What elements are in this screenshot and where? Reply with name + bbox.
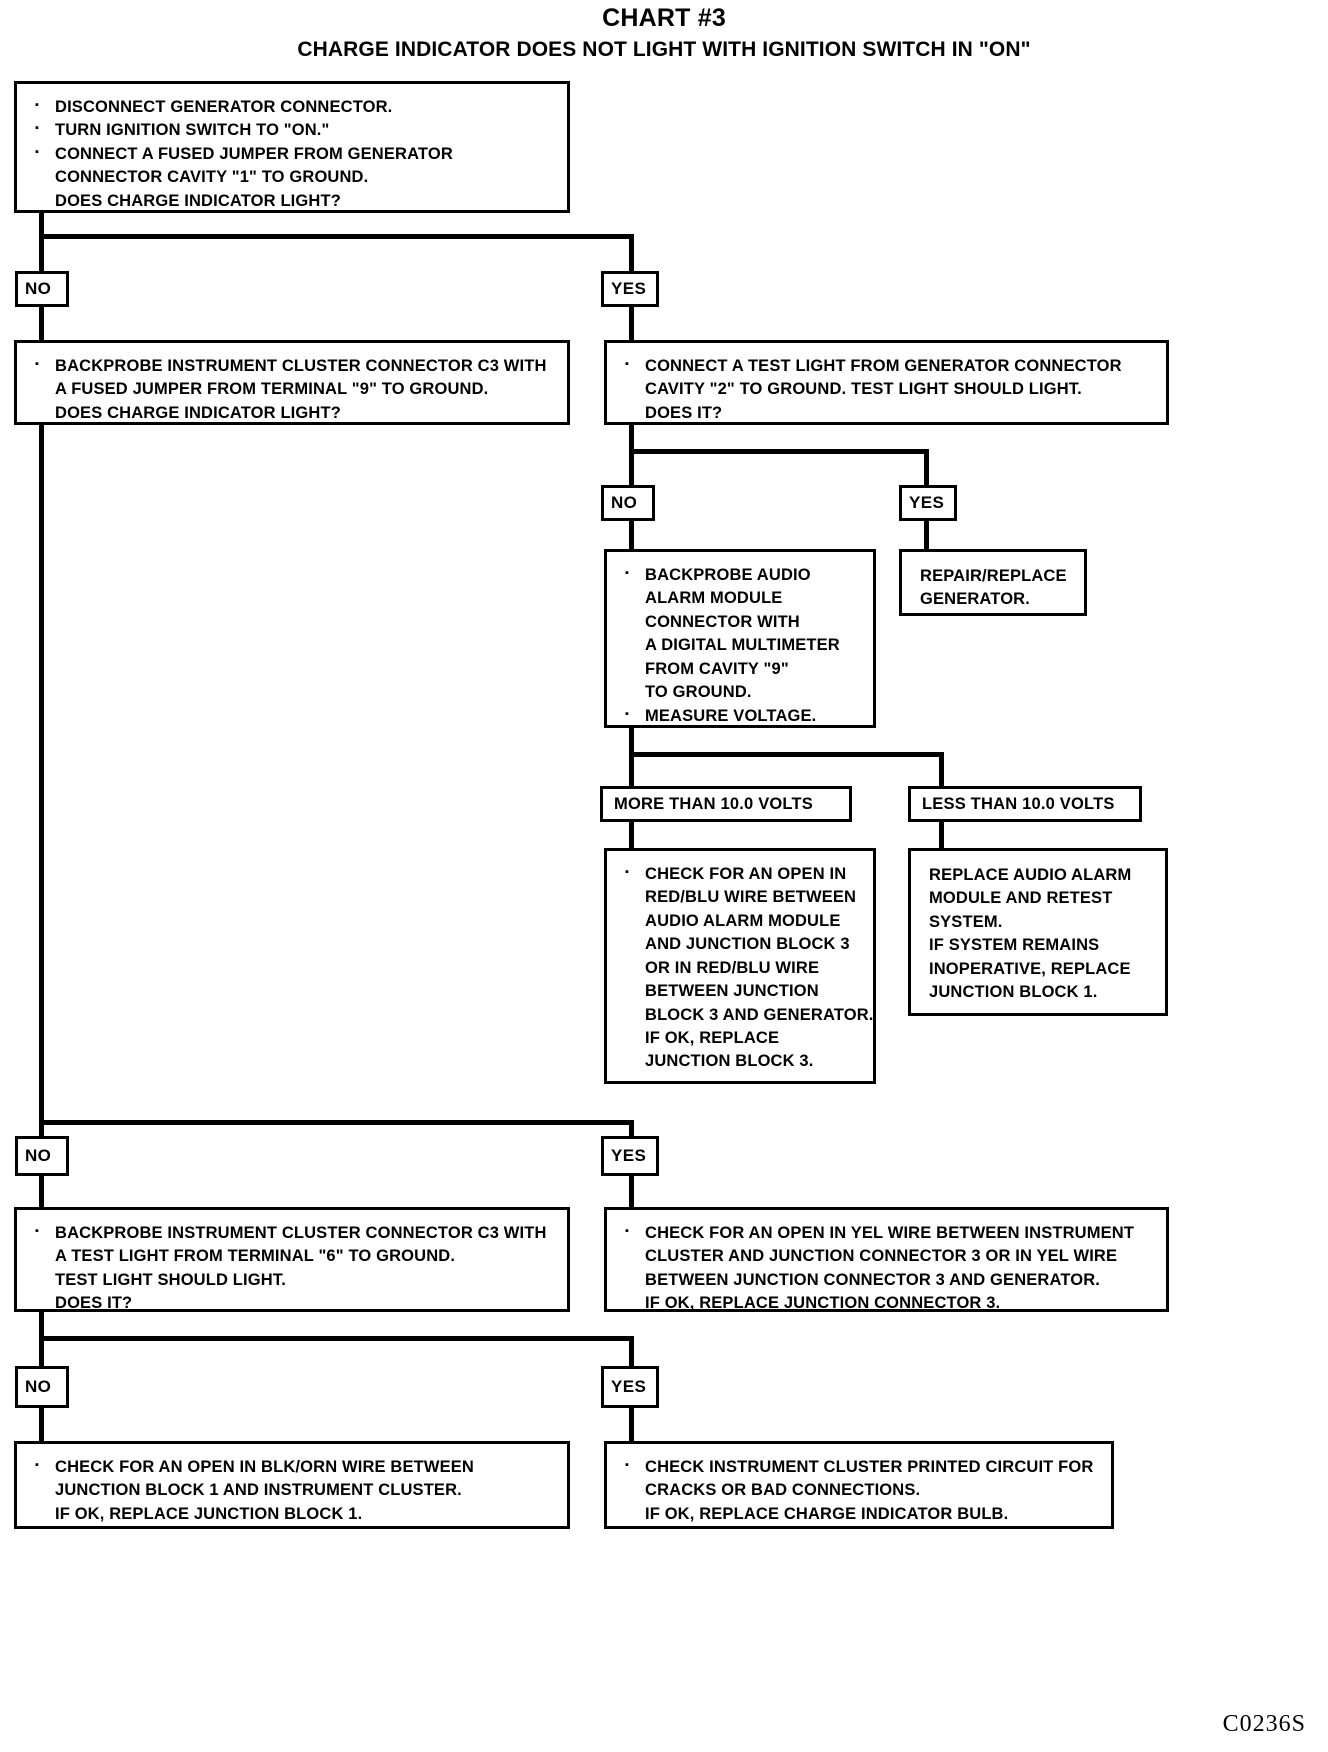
connector-line — [924, 521, 929, 551]
connector-line — [39, 234, 634, 239]
connector-line — [629, 234, 634, 272]
connector-line — [39, 1176, 44, 1209]
branch-tag-label: NO — [25, 1377, 52, 1396]
bullet-item: BACKPROBE INSTRUMENT CLUSTER CONNECTOR C… — [33, 354, 557, 425]
bullet-item: TURN IGNITION SWITCH TO "ON." — [33, 118, 557, 142]
connector-line — [39, 1408, 44, 1443]
connector-line — [39, 1120, 634, 1125]
connector-line — [39, 1312, 44, 1340]
bullet-item: CONNECT A TEST LIGHT FROM GENERATOR CONN… — [623, 354, 1156, 425]
node-check-open-yel: CHECK FOR AN OPEN IN YEL WIRE BETWEEN IN… — [604, 1207, 1169, 1312]
node-repair-replace-generator: REPAIR/REPLACE GENERATOR. — [899, 549, 1087, 616]
connector-line — [39, 234, 44, 272]
branch-tag-label: YES — [611, 279, 647, 298]
branch-tag-label: NO — [25, 1146, 52, 1165]
connector-line — [39, 213, 44, 238]
node-replace-audio-alarm-module: REPLACE AUDIO ALARM MODULE AND RETEST SY… — [908, 848, 1168, 1016]
branch-tag-label: YES — [611, 1146, 647, 1165]
figure-code: C0236S — [1222, 1711, 1306, 1737]
branch-tag-label: NO — [25, 279, 52, 298]
connector-line — [939, 822, 944, 850]
branch-tag-yes: YES — [899, 485, 957, 521]
node-check-open-blkorn: CHECK FOR AN OPEN IN BLK/ORN WIRE BETWEE… — [14, 1441, 570, 1529]
branch-tag-yes: YES — [601, 1366, 659, 1408]
branch-tag-label: NO — [611, 493, 638, 512]
bullet-item: BACKPROBE INSTRUMENT CLUSTER CONNECTOR C… — [33, 1221, 557, 1316]
branch-tag-no: NO — [15, 1366, 69, 1408]
node-backprobe-audio-alarm: BACKPROBE AUDIO ALARM MODULE CONNECTOR W… — [604, 549, 876, 728]
branch-tag-label: YES — [611, 1377, 647, 1396]
connector-line — [629, 752, 634, 787]
node-start: DISCONNECT GENERATOR CONNECTOR. TURN IGN… — [14, 81, 570, 213]
voltage-tag-label: MORE THAN 10.0 VOLTS — [614, 794, 813, 813]
branch-tag-no: NO — [15, 1136, 69, 1176]
connector-line — [939, 752, 944, 787]
connector-line — [39, 1336, 634, 1341]
branch-tag-no: NO — [601, 485, 655, 521]
node-backprobe-c3-terminal9: BACKPROBE INSTRUMENT CLUSTER CONNECTOR C… — [14, 340, 570, 425]
bullet-item: CHECK INSTRUMENT CLUSTER PRINTED CIRCUIT… — [623, 1455, 1101, 1526]
connector-line — [629, 752, 944, 757]
connector-line — [629, 1176, 634, 1209]
bullet-item: CHECK FOR AN OPEN IN RED/BLU WIRE BETWEE… — [623, 862, 873, 1074]
connector-line — [39, 425, 44, 1125]
connector-line — [629, 425, 634, 453]
connector-line — [629, 728, 634, 756]
voltage-tag-label: LESS THAN 10.0 VOLTS — [922, 794, 1115, 813]
connector-line — [629, 449, 929, 454]
bullet-item: CONNECT A FUSED JUMPER FROM GENERATOR CO… — [33, 142, 557, 213]
connector-line — [39, 1336, 44, 1370]
node-check-open-redblu: CHECK FOR AN OPEN IN RED/BLU WIRE BETWEE… — [604, 848, 876, 1084]
bullet-item: DISCONNECT GENERATOR CONNECTOR. — [33, 95, 557, 119]
bullet-item: CHECK FOR AN OPEN IN YEL WIRE BETWEEN IN… — [623, 1221, 1156, 1316]
connector-line — [629, 521, 634, 551]
connector-line — [629, 307, 634, 342]
page-subtitle: CHARGE INDICATOR DOES NOT LIGHT WITH IGN… — [297, 37, 1031, 61]
branch-tag-yes: YES — [601, 1136, 659, 1176]
bullet-item: CHECK FOR AN OPEN IN BLK/ORN WIRE BETWEE… — [33, 1455, 557, 1526]
bullet-item: MEASURE VOLTAGE. — [623, 704, 863, 728]
node-check-printed-circuit: CHECK INSTRUMENT CLUSTER PRINTED CIRCUIT… — [604, 1441, 1114, 1529]
branch-tag-label: YES — [909, 493, 945, 512]
branch-tag-yes: YES — [601, 271, 659, 307]
connector-line — [629, 449, 634, 487]
bullet-item: BACKPROBE AUDIO ALARM MODULE CONNECTOR W… — [623, 563, 863, 705]
connector-line — [629, 1336, 634, 1370]
node-test-light-cavity2: CONNECT A TEST LIGHT FROM GENERATOR CONN… — [604, 340, 1169, 425]
connector-line — [629, 1408, 634, 1443]
connector-line — [39, 307, 44, 342]
voltage-tag-less: LESS THAN 10.0 VOLTS — [908, 786, 1142, 822]
voltage-tag-more: MORE THAN 10.0 VOLTS — [600, 786, 852, 822]
connector-line — [924, 449, 929, 487]
node-backprobe-c3-terminal6: BACKPROBE INSTRUMENT CLUSTER CONNECTOR C… — [14, 1207, 570, 1312]
page-title: CHART #3 — [602, 4, 726, 32]
connector-line — [629, 822, 634, 850]
branch-tag-no: NO — [15, 271, 69, 307]
chart-title-block: CHART #3 CHARGE INDICATOR DOES NOT LIGHT… — [0, 4, 1328, 62]
